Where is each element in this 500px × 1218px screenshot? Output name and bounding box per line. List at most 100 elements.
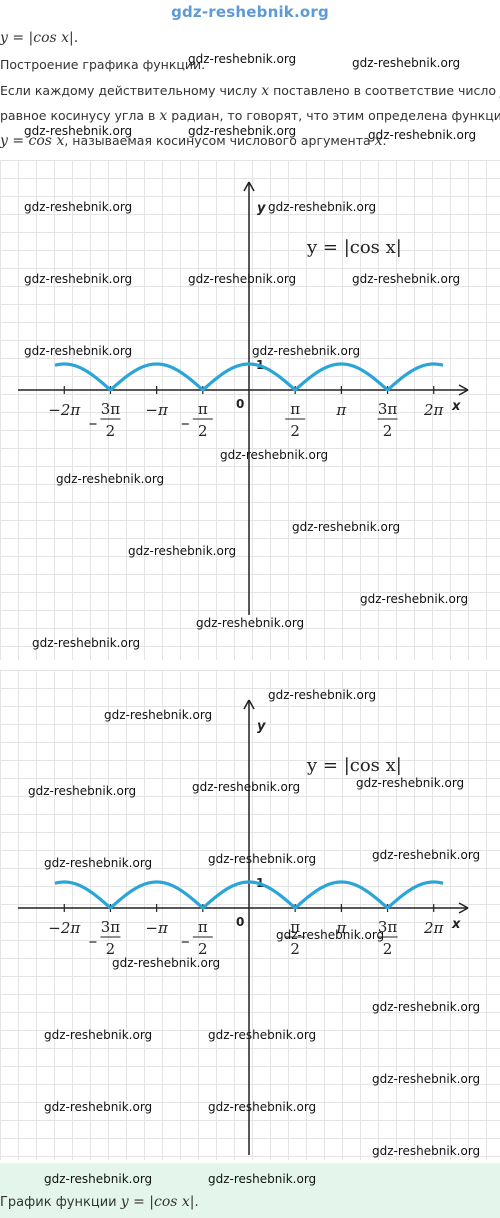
x-axis-arrow [458, 902, 469, 914]
watermark: gdz-reshebnik.org [208, 1028, 317, 1042]
x-tick-label: −2π [48, 401, 81, 419]
watermark: gdz-reshebnik.org [188, 52, 297, 66]
tick-denominator: 2 [290, 422, 300, 440]
tick-denominator: 2 [290, 940, 300, 958]
watermark: gdz-reshebnik.org [252, 344, 361, 358]
x-axis-arrow [458, 384, 469, 396]
tick-denominator: 2 [383, 422, 393, 440]
watermark: gdz-reshebnik.org [44, 1028, 153, 1042]
x-tick-label-fraction: 3π2 [377, 918, 398, 958]
watermark: gdz-reshebnik.org [372, 1072, 481, 1086]
para-text: Если каждому действительному числу [0, 83, 262, 98]
chart-formula-label: y = |cos x| [306, 237, 402, 258]
para-var-x: x [159, 108, 168, 124]
x-tick-label-fraction: π2 [285, 400, 306, 440]
tick-numerator: π [290, 400, 300, 418]
watermark: gdz-reshebnik.org [208, 1100, 317, 1114]
watermark: gdz-reshebnik.org [104, 708, 213, 722]
x-tick-label-fraction: 3π2 [89, 918, 121, 958]
watermark: gdz-reshebnik.org [32, 636, 141, 650]
tick-denominator: 2 [106, 940, 116, 958]
footer-band [0, 1163, 500, 1218]
section-heading: Построение графика функции. [0, 57, 206, 72]
x-tick-label-0: 0 [236, 397, 244, 411]
watermark: gdz-reshebnik.org [196, 616, 305, 630]
y-axis-arrow [243, 699, 255, 710]
x-axis-label: x [451, 917, 461, 932]
watermark: gdz-reshebnik.org [220, 448, 329, 462]
para-formula: y = cos x [0, 133, 65, 149]
x-tick-label: π [335, 919, 347, 937]
para-var-x: x [261, 83, 270, 99]
watermark: gdz-reshebnik.org [268, 200, 377, 214]
x-tick-label-fraction: π2 [181, 918, 213, 958]
watermark: gdz-reshebnik.org [24, 272, 133, 286]
watermark: gdz-reshebnik.org [208, 1172, 317, 1186]
caption-text: . [194, 1195, 199, 1210]
watermark: gdz-reshebnik.org [352, 56, 461, 70]
watermark: gdz-reshebnik.org [208, 852, 317, 866]
watermark: gdz-reshebnik.org [24, 124, 133, 138]
watermark: gdz-reshebnik.org [44, 1172, 153, 1186]
watermark: gdz-reshebnik.org [188, 124, 297, 138]
watermark: gdz-reshebnik.org [368, 128, 477, 142]
para-text: поставлено в соответствие число [269, 83, 500, 98]
x-tick-label: π [335, 401, 347, 419]
watermark: gdz-reshebnik.org [372, 1000, 481, 1014]
x-tick-label: −π [145, 401, 169, 419]
x-tick-label: 2π [423, 401, 445, 419]
watermark: gdz-reshebnik.org [44, 1100, 153, 1114]
tick-numerator: π [198, 400, 208, 418]
series-line [54, 362, 444, 392]
watermark: gdz-reshebnik.org [372, 1144, 481, 1158]
x-tick-label-fraction: π2 [285, 918, 306, 958]
tick-numerator: 3π [101, 918, 121, 936]
watermark: gdz-reshebnik.org [356, 776, 465, 790]
watermark: gdz-reshebnik.org [268, 688, 377, 702]
watermark: gdz-reshebnik.org [28, 784, 137, 798]
tick-denominator: 2 [106, 422, 116, 440]
watermark: gdz-reshebnik.org [56, 472, 165, 486]
x-tick-label: 2π [423, 919, 445, 937]
x-tick-label-fraction: π2 [181, 400, 213, 440]
y-axis-arrow [243, 181, 255, 192]
tick-denominator: 2 [383, 940, 393, 958]
x-tick-label-0: 0 [236, 915, 244, 929]
paragraph-line-1: Если каждому действительному числу x пос… [0, 83, 500, 99]
figure-caption: График функции y = |cos x|. [0, 1194, 199, 1210]
watermark: gdz-reshebnik.org [112, 956, 221, 970]
watermark: gdz-reshebnik.org [24, 200, 133, 214]
watermark: gdz-reshebnik.org [292, 520, 401, 534]
paragraph-line-2: равное косинусу угла в x радиан, то гово… [0, 108, 500, 124]
x-tick-label: −π [145, 919, 169, 937]
chart-formula-label: y = |cos x| [306, 755, 402, 776]
para-var-x: x [374, 133, 383, 149]
x-tick-label-fraction: 3π2 [89, 400, 121, 440]
tick-numerator: 3π [378, 400, 398, 418]
watermark: gdz-reshebnik.org [192, 780, 301, 794]
tick-numerator: π [198, 918, 208, 936]
y-axis-label: y [257, 201, 266, 216]
para-text: радиан, то говорят, что этим определена … [167, 108, 500, 123]
para-text: , называемая косинусом числового аргумен… [64, 133, 375, 148]
watermark: gdz-reshebnik.org [352, 272, 461, 286]
para-text: . [382, 133, 387, 148]
caption-formula: y = |cos x| [120, 1194, 195, 1210]
watermark: gdz-reshebnik.org [360, 592, 469, 606]
formula-line: y = |cos x|. [0, 30, 78, 46]
paragraph-line-3: y = cos x, называемая косинусом числовог… [0, 133, 387, 149]
formula-line-text: y = |cos x|. [0, 30, 79, 46]
tick-numerator: π [290, 918, 300, 936]
tick-denominator: 2 [198, 422, 208, 440]
site-header[interactable]: gdz-reshebnik.org [171, 3, 329, 21]
watermark: gdz-reshebnik.org [24, 344, 133, 358]
x-axis-label: x [451, 399, 461, 414]
watermark: gdz-reshebnik.org [372, 848, 481, 862]
watermark: gdz-reshebnik.org [276, 928, 385, 942]
x-tick-label: −2π [48, 919, 81, 937]
y-axis-label: y [257, 719, 266, 734]
tick-numerator: 3π [101, 400, 121, 418]
